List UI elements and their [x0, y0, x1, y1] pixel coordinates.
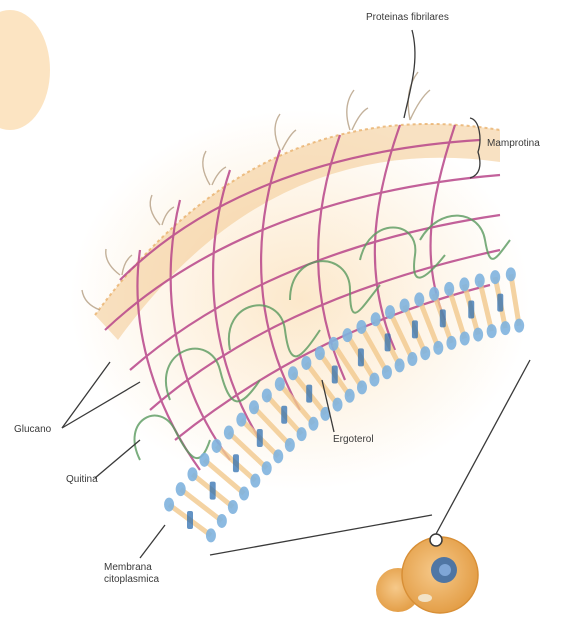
lipid-head	[446, 336, 456, 350]
ergosterol-molecule	[210, 482, 216, 500]
lipid-head	[342, 328, 352, 342]
label-proteinas-fibrilares: Proteinas fibrilares	[366, 12, 449, 24]
lipid-head	[206, 528, 216, 542]
yeast-cell-icon	[376, 534, 478, 613]
label-membrana-line2: citoplasmica	[104, 574, 194, 586]
lipid-head	[385, 305, 395, 319]
lipid-head	[228, 500, 238, 514]
lipid-head	[224, 426, 234, 440]
lipid-head	[315, 346, 325, 360]
lipid-head	[490, 270, 500, 284]
label-quitina: Quitina	[66, 474, 98, 486]
ergosterol-molecule	[187, 511, 193, 529]
lipid-head	[429, 287, 439, 301]
label-glucano: Glucano	[14, 424, 51, 436]
lipid-head	[500, 321, 510, 335]
lipid-head	[187, 467, 197, 481]
lipid-head	[301, 356, 311, 370]
lipid-head	[262, 461, 272, 475]
lipid-head	[285, 438, 295, 452]
lipid-head	[345, 389, 355, 403]
lipid-head	[217, 514, 227, 528]
lipid-head	[199, 453, 209, 467]
lipid-head	[357, 380, 367, 394]
lipid-head	[176, 482, 186, 496]
ergosterol-molecule	[358, 348, 364, 366]
lipid-head	[475, 274, 485, 288]
lipid-head	[514, 319, 524, 333]
lipid-head	[212, 439, 222, 453]
lipid-head	[356, 320, 366, 334]
lipid-head	[329, 337, 339, 351]
lipid-head	[275, 377, 285, 391]
lipid-head	[288, 366, 298, 380]
lipid-head	[444, 282, 454, 296]
lipid-head	[473, 328, 483, 342]
lipid-head	[297, 427, 307, 441]
lipid-head	[262, 388, 272, 402]
ergosterol-molecule	[233, 454, 239, 472]
lipid-head	[459, 277, 469, 291]
lipid-head	[369, 373, 379, 387]
ergosterol-molecule	[281, 406, 287, 424]
corner-glow	[0, 10, 50, 130]
lipid-head	[250, 474, 260, 488]
lipid-head	[407, 352, 417, 366]
ergosterol-molecule	[468, 301, 474, 319]
lipid-head	[308, 417, 318, 431]
label-ergosterol: Ergoterol	[333, 434, 374, 446]
lipid-head	[433, 341, 443, 355]
lipid-head	[460, 332, 470, 346]
ergosterol-molecule	[412, 320, 418, 338]
lipid-head	[249, 400, 259, 414]
magnifier-ring	[430, 534, 442, 546]
lipid-head	[236, 413, 246, 427]
ergosterol-molecule	[385, 333, 391, 351]
ergosterol-molecule	[332, 365, 338, 383]
lipid-head	[273, 449, 283, 463]
ergosterol-molecule	[497, 294, 503, 312]
lipid-head	[382, 365, 392, 379]
lipid-head	[164, 498, 174, 512]
label-membrana-line1: Membrana	[104, 562, 194, 574]
ergosterol-molecule	[306, 385, 312, 403]
lipid-head	[371, 312, 381, 326]
lipid-head	[239, 487, 249, 501]
lipid-head	[332, 398, 342, 412]
lipid-head	[420, 346, 430, 360]
ergosterol-molecule	[440, 309, 446, 327]
lipid-head	[400, 298, 410, 312]
lipid-head	[506, 267, 516, 281]
lipid-head	[414, 292, 424, 306]
label-matrix: Mamprotina	[487, 138, 540, 150]
lipid-head	[395, 358, 405, 372]
lipid-head	[487, 324, 497, 338]
ergosterol-molecule	[257, 429, 263, 447]
label-membrana-citoplasmica: Membrana citoplasmica	[104, 562, 194, 586]
